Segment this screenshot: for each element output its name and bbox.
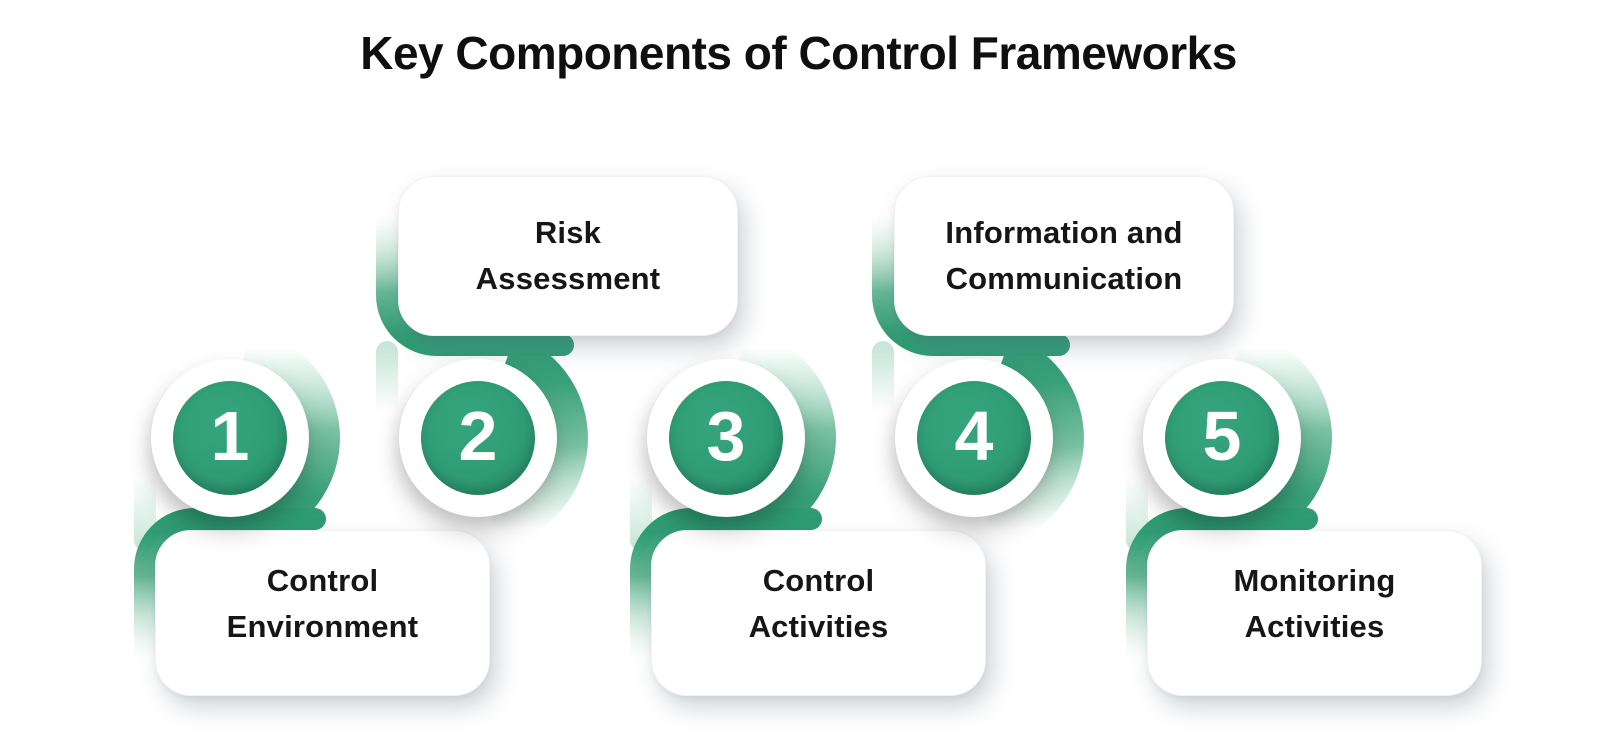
ribbon-crescent (242, 329, 340, 542)
step-circle-ring: 3 (647, 359, 805, 517)
step-circle-ring: 5 (1143, 359, 1301, 517)
ribbon-corner-band (630, 508, 822, 663)
framework-component-3: Control Activities 3 (616, 0, 1036, 740)
step-circle: 5 (1165, 381, 1279, 495)
step-number: 3 (706, 397, 746, 475)
component-label-box: Control Activities (651, 530, 986, 696)
step-circle-ring: 1 (151, 359, 309, 517)
connector-ribbon (630, 329, 836, 663)
step-circle: 4 (917, 381, 1031, 495)
connector-ribbon (1126, 329, 1332, 663)
diagram-title: Key Components of Control Frameworks (360, 27, 1237, 79)
step-number: 4 (954, 397, 994, 475)
component-label-box: Monitoring Activities (1147, 530, 1482, 696)
connector-ribbon (872, 203, 1084, 547)
framework-component-2: Risk Assessment 2 (368, 0, 788, 740)
component-label: Information and Communication (945, 214, 1183, 297)
ribbon-crescent (490, 334, 588, 547)
framework-component-1: Control Environment 1 (120, 0, 540, 740)
step-number: 2 (458, 397, 498, 475)
ribbon-corner-band (134, 508, 326, 663)
ribbon-crescent (738, 329, 836, 542)
framework-component-5: Monitoring Activities 5 (1112, 0, 1532, 740)
ribbon-crescent (1234, 329, 1332, 542)
ribbon-crescent (986, 334, 1084, 547)
component-label-box: Control Environment (155, 530, 490, 696)
step-circle: 3 (669, 381, 783, 495)
ribbon-corner-band (376, 203, 574, 356)
step-number: 5 (1202, 397, 1242, 475)
step-circle: 2 (421, 381, 535, 495)
ribbon-corner-band (1126, 508, 1318, 663)
ribbon-corner-band (872, 203, 1070, 356)
step-circle-ring: 4 (895, 359, 1053, 517)
connector-ribbon (134, 329, 340, 663)
step-circle-ring: 2 (399, 359, 557, 517)
step-circle: 1 (173, 381, 287, 495)
connector-ribbon (376, 203, 588, 547)
component-label: Risk Assessment (475, 214, 661, 297)
component-label: Monitoring Activities (1233, 562, 1396, 645)
component-label: Control Environment (226, 562, 419, 645)
framework-component-4: Information and Communication 4 (864, 0, 1284, 740)
component-label-box: Information and Communication (894, 176, 1234, 336)
step-number: 1 (210, 397, 250, 475)
component-label: Control Activities (748, 562, 889, 645)
component-label-box: Risk Assessment (398, 176, 738, 336)
